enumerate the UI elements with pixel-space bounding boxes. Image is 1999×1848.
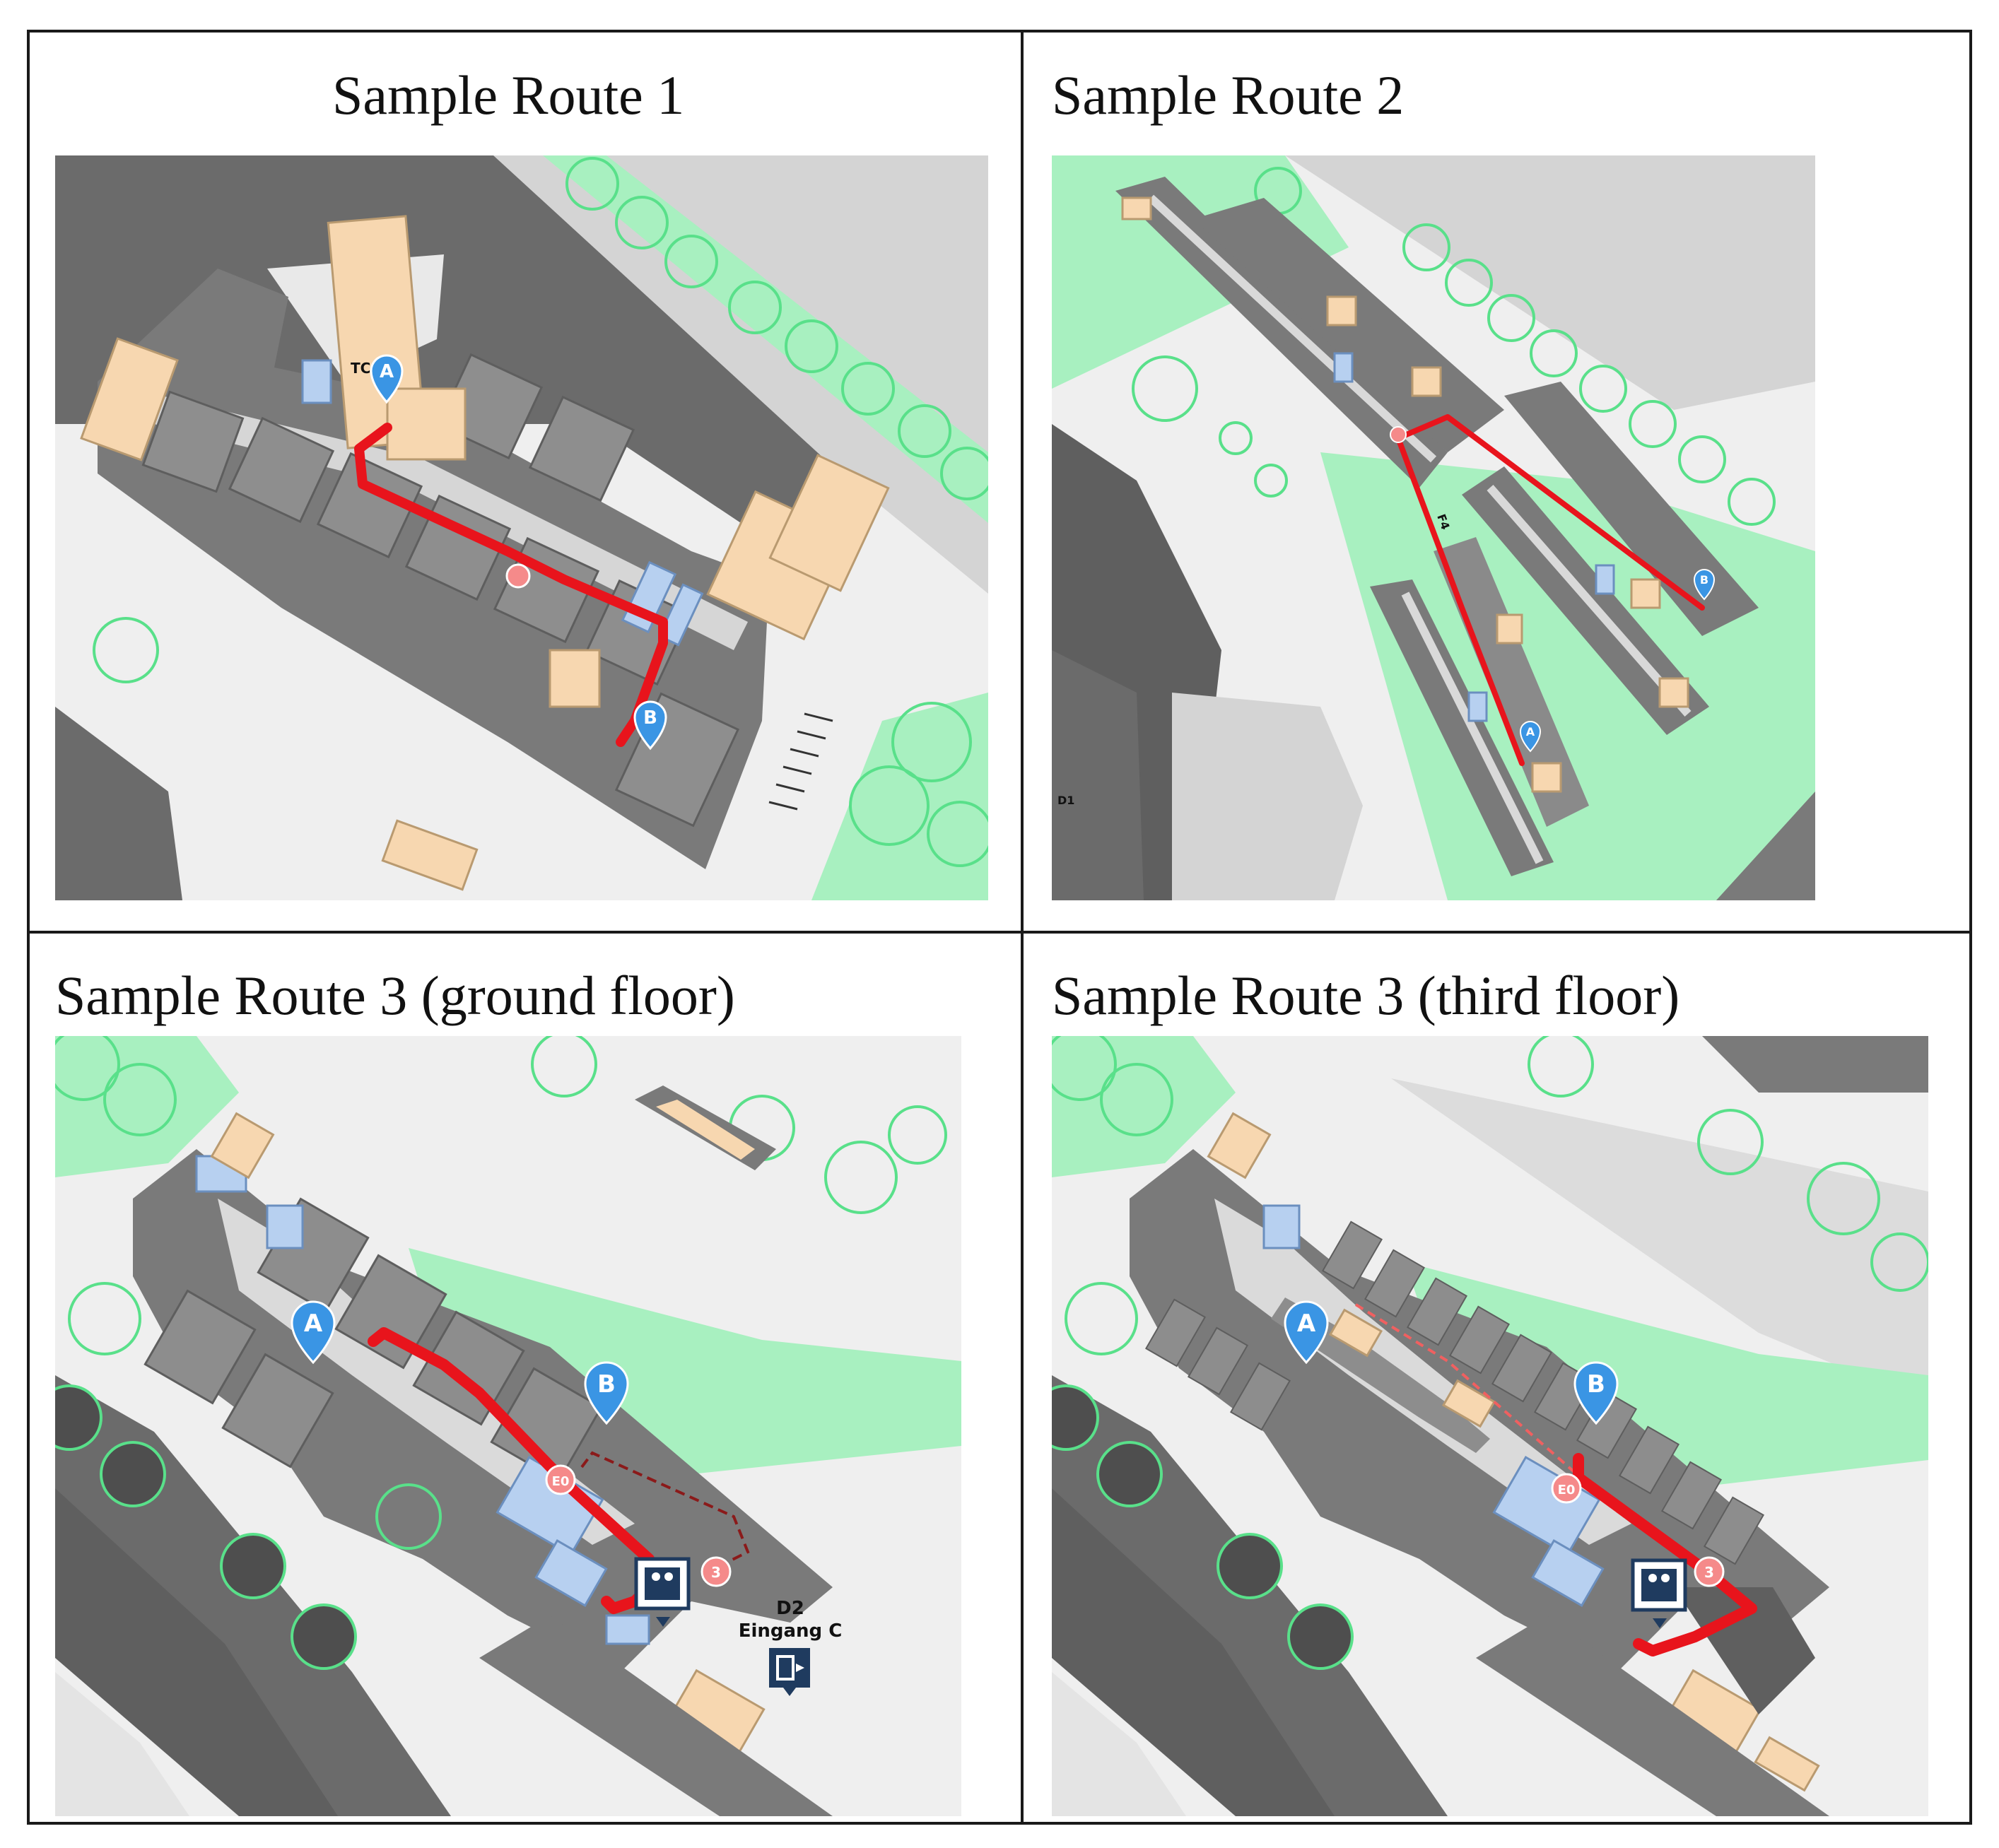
route-line <box>1573 1453 1757 1656</box>
tree-icon <box>1052 1384 1354 1670</box>
building-label-d2: D2 <box>776 1598 804 1619</box>
floor-change-label: E0 <box>1558 1483 1576 1497</box>
building-label-tc: TC <box>351 360 370 377</box>
location-pin-icon: B <box>1573 1361 1619 1425</box>
table-border-top <box>27 30 1972 33</box>
table-border-center <box>1021 30 1024 1825</box>
tree-icon <box>849 702 988 867</box>
elevator-icon <box>634 1557 691 1627</box>
map-route-2-canvas: A B F4 D1 <box>1052 155 1815 900</box>
table-border-left <box>27 30 30 1825</box>
map-route-1: A TC B <box>55 155 988 900</box>
route-dashed <box>580 1451 750 1575</box>
location-pin-icon: B <box>584 1361 629 1425</box>
entrance-label: Eingang C <box>739 1620 843 1642</box>
location-pin-icon: A <box>370 354 404 404</box>
panel-title-route-2: Sample Route 2 <box>1052 64 1405 126</box>
map-route-3-third-floor: E0 3 A B <box>1052 1036 1928 1816</box>
tree-icon <box>55 1384 357 1670</box>
marker-end-label: B <box>1700 573 1708 587</box>
marker-start-label: A <box>304 1310 323 1338</box>
marker-end-label: B <box>1587 1370 1605 1399</box>
panel-title-route-3-ground: Sample Route 3 (ground floor) <box>55 965 735 1026</box>
panel-title-route-3-third: Sample Route 3 (third floor) <box>1052 965 1680 1026</box>
tree-icon <box>93 617 159 683</box>
tree-icon <box>375 1483 442 1550</box>
tree-icon <box>565 157 988 500</box>
tree-icon <box>1132 167 1776 526</box>
location-pin-icon: A <box>291 1300 336 1365</box>
map-route-3-third-canvas: E0 3 A B <box>1052 1036 1928 1816</box>
marker-end-label: B <box>597 1370 616 1399</box>
location-pin-icon: A <box>1519 721 1542 753</box>
marker-start-label: A <box>380 361 394 382</box>
table-border-bottom <box>27 1822 1972 1825</box>
marker-start-label: A <box>1297 1310 1316 1338</box>
location-pin-icon: A <box>1284 1300 1329 1365</box>
map-route-3-ground-floor: E0 3 A B D2 <box>55 1036 961 1816</box>
floor-change-icon <box>505 563 531 589</box>
floor-change-icon: E0 <box>545 1464 576 1495</box>
route-line <box>354 423 668 747</box>
floor-change-icon: 3 <box>700 1556 732 1587</box>
map-route-3-ground-canvas: E0 3 A B D2 <box>55 1036 961 1816</box>
map-route-1-canvas: A TC B <box>55 155 988 900</box>
panel-title-route-1: Sample Route 1 <box>332 64 685 126</box>
elevator-icon <box>1631 1558 1687 1628</box>
building-label-d1: D1 <box>1057 794 1074 807</box>
entrance-icon <box>769 1648 810 1696</box>
tree-icon <box>1052 1036 1928 1423</box>
map-route-2: A B F4 D1 <box>1052 155 1815 900</box>
table-border-middle <box>27 931 1972 934</box>
floor-change-label: E0 <box>552 1474 570 1489</box>
marker-end-label: B <box>643 707 657 729</box>
table-border-right <box>1969 30 1972 1825</box>
marker-start-label: A <box>1526 725 1535 738</box>
floor-change-icon: 3 <box>1694 1556 1725 1587</box>
location-pin-icon: B <box>633 700 667 751</box>
floor-change-icon: E0 <box>1551 1473 1582 1504</box>
floor-three-label: 3 <box>711 1564 721 1581</box>
floor-change-icon <box>1390 426 1407 443</box>
floor-three-label: 3 <box>1704 1564 1714 1581</box>
location-pin-icon: B <box>1693 569 1716 601</box>
